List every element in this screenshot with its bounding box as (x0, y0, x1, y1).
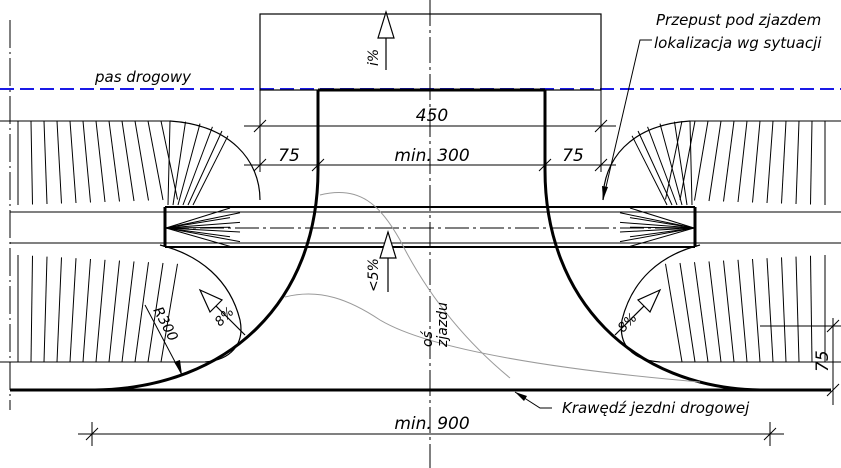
road-edge-leader-arrowhead (515, 392, 527, 401)
axis-label-line2: zjazdu (435, 302, 451, 348)
left-ditch-slope (0, 120, 261, 363)
right-slope-label: 8% (615, 311, 640, 336)
dimension-450-line (244, 90, 616, 172)
left-slope-arrow (198, 288, 246, 336)
culvert-pipe (10, 206, 841, 248)
culvert-leader (602, 39, 652, 201)
dimension-right-75-label: 75 (562, 146, 584, 166)
left-slope-label: 8% (212, 305, 237, 330)
dimension-vertical-75-label: 75 (813, 350, 833, 372)
middle-slope-arrow (379, 229, 397, 292)
driveway-edge-left (94, 90, 320, 392)
culvert-leader-arrowhead (602, 186, 608, 200)
middle-slope-label: <5% (366, 258, 382, 292)
driveway-edge-right (543, 90, 761, 392)
dimension-300-line (244, 155, 616, 172)
grey-curve-lower (284, 293, 701, 383)
culvert-label-line2: lokalizacja wg sytuacji (654, 34, 822, 52)
radius-arrowhead (174, 360, 182, 375)
dimension-min-900-label: min. 900 (394, 414, 469, 434)
culvert-label-line1: Przepust pod zjazdem (656, 11, 821, 29)
dimension-left-75-label: 75 (278, 146, 300, 166)
dimension-min-300-label: min. 300 (394, 146, 469, 166)
right-ditch-slope (602, 120, 841, 363)
top-slope-label: i% (366, 49, 382, 66)
axis-label-line1: oś (420, 330, 436, 347)
right-slope-arrow (614, 288, 662, 336)
dimension-450-label: 450 (416, 106, 448, 126)
road-lane-label: pas drogowy (94, 68, 192, 86)
grey-curve-upper (319, 191, 511, 379)
dimension-vertical-75-line (760, 318, 841, 405)
road-edge-label: Krawędź jezdni drogowej (562, 399, 750, 417)
dimension-900-line (78, 422, 784, 446)
top-slope-arrow (377, 9, 395, 70)
